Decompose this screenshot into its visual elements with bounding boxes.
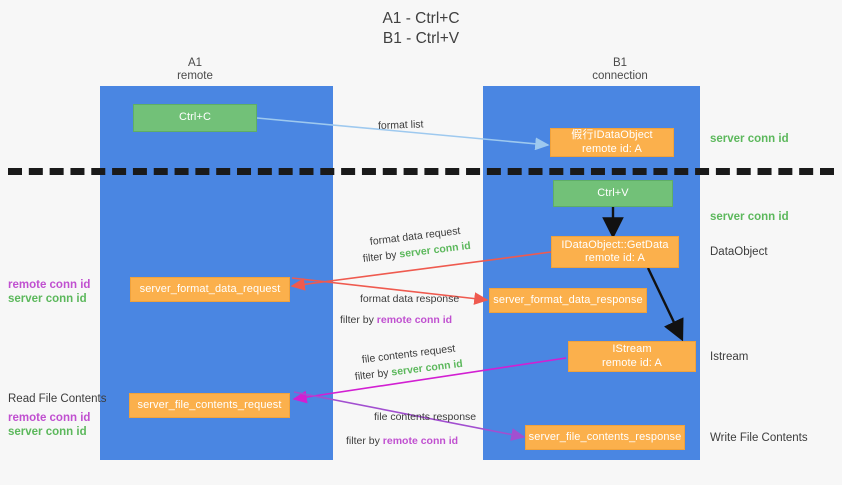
node-idataobject-getdata[interactable]: IDataObject::GetData remote id: A	[551, 236, 679, 268]
node-istream[interactable]: IStream remote id: A	[568, 341, 696, 372]
column-header-b1: B1 connection	[525, 57, 715, 83]
title-line-2: B1 - Ctrl+V	[382, 30, 460, 47]
edge-label-file-contents-response: file contents response	[374, 410, 476, 425]
title-line-1: A1 - Ctrl+C	[382, 10, 460, 27]
right-label-write-file-contents: Write File Contents	[710, 432, 808, 444]
edge-filter-prefix-2: filter by	[340, 314, 377, 326]
column-header-a1: A1 remote	[120, 57, 270, 83]
node-server-file-contents-response[interactable]: server_file_contents_response	[525, 425, 685, 450]
edge-label-file-contents-response-text: file contents response	[374, 411, 477, 423]
node-server-format-data-response-label: server_format_data_response	[493, 293, 643, 306]
edge-label-format-list-text: format list	[377, 118, 424, 132]
page-title: A1 - Ctrl+C B1 - Ctrl+V	[0, 9, 842, 49]
left-label-server-conn-id-1: server conn id	[8, 293, 87, 305]
node-idataobject-getdata-remote-id: remote id: A	[585, 252, 645, 264]
node-ctrl-v-label: Ctrl+V	[597, 186, 629, 199]
right-label-dataobject: DataObject	[710, 246, 768, 258]
edge-label-format-data-response-text: format data response	[360, 293, 460, 305]
node-server-file-contents-request-label: server_file_contents_request	[137, 398, 282, 411]
edge-label-format-list: format list	[378, 117, 424, 134]
edge-filter-key-4: remote conn id	[382, 435, 459, 447]
node-istream-label: IStream	[612, 343, 652, 355]
edge-label-format-data-response: format data response	[360, 292, 459, 307]
left-label-read-file-contents: Read File Contents	[8, 393, 107, 405]
edge-filter-file-contents-response: filter by remote conn id	[346, 434, 458, 449]
edge-filter-key-2: remote conn id	[376, 314, 453, 326]
node-server-file-contents-response-label: server_file_contents_response	[528, 430, 682, 443]
node-ctrl-c-label: Ctrl+C	[178, 111, 212, 124]
edge-filter-prefix-3: filter by	[354, 366, 393, 383]
left-label-remote-conn-id-2: remote conn id	[8, 412, 91, 424]
node-server-file-contents-request[interactable]: server_file_contents_request	[129, 393, 290, 418]
right-label-server-conn-id-mid: server conn id	[710, 211, 789, 223]
node-ctrl-c[interactable]: Ctrl+C	[133, 104, 257, 132]
right-label-istream: Istream	[710, 351, 749, 363]
left-label-server-conn-id-2: server conn id	[8, 426, 87, 438]
node-idataobject[interactable]: 假行IDataObject remote id: A	[550, 128, 674, 157]
column-header-b1-role: connection	[592, 70, 648, 82]
column-header-b1-name: B1	[612, 57, 628, 69]
edge-filter-format-data-response: filter by remote conn id	[340, 313, 452, 328]
node-ctrl-v[interactable]: Ctrl+V	[553, 180, 673, 207]
node-idataobject-getdata-label: IDataObject::GetData	[561, 238, 669, 251]
node-server-format-data-response[interactable]: server_format_data_response	[489, 288, 647, 313]
edge-filter-prefix-4: filter by	[346, 435, 383, 447]
node-server-format-data-request-label: server_format_data_request	[139, 282, 281, 295]
left-label-conn-block-1: remote conn id server conn id	[8, 278, 90, 306]
edge-filter-prefix-1: filter by	[362, 248, 401, 265]
left-label-remote-conn-id-1: remote conn id	[8, 279, 91, 291]
node-idataobject-remote-id: remote id: A	[582, 142, 642, 155]
node-server-format-data-request[interactable]: server_format_data_request	[130, 277, 290, 302]
node-idataobject-label: 假行IDataObject	[571, 129, 653, 141]
column-header-a1-name: A1	[187, 57, 203, 69]
phase-divider	[8, 168, 834, 175]
right-label-server-conn-id-top: server conn id	[710, 133, 789, 145]
column-header-a1-role: remote	[177, 70, 213, 82]
left-label-conn-block-2: remote conn id server conn id	[8, 411, 90, 439]
node-istream-remote-id: remote id: A	[602, 356, 662, 369]
